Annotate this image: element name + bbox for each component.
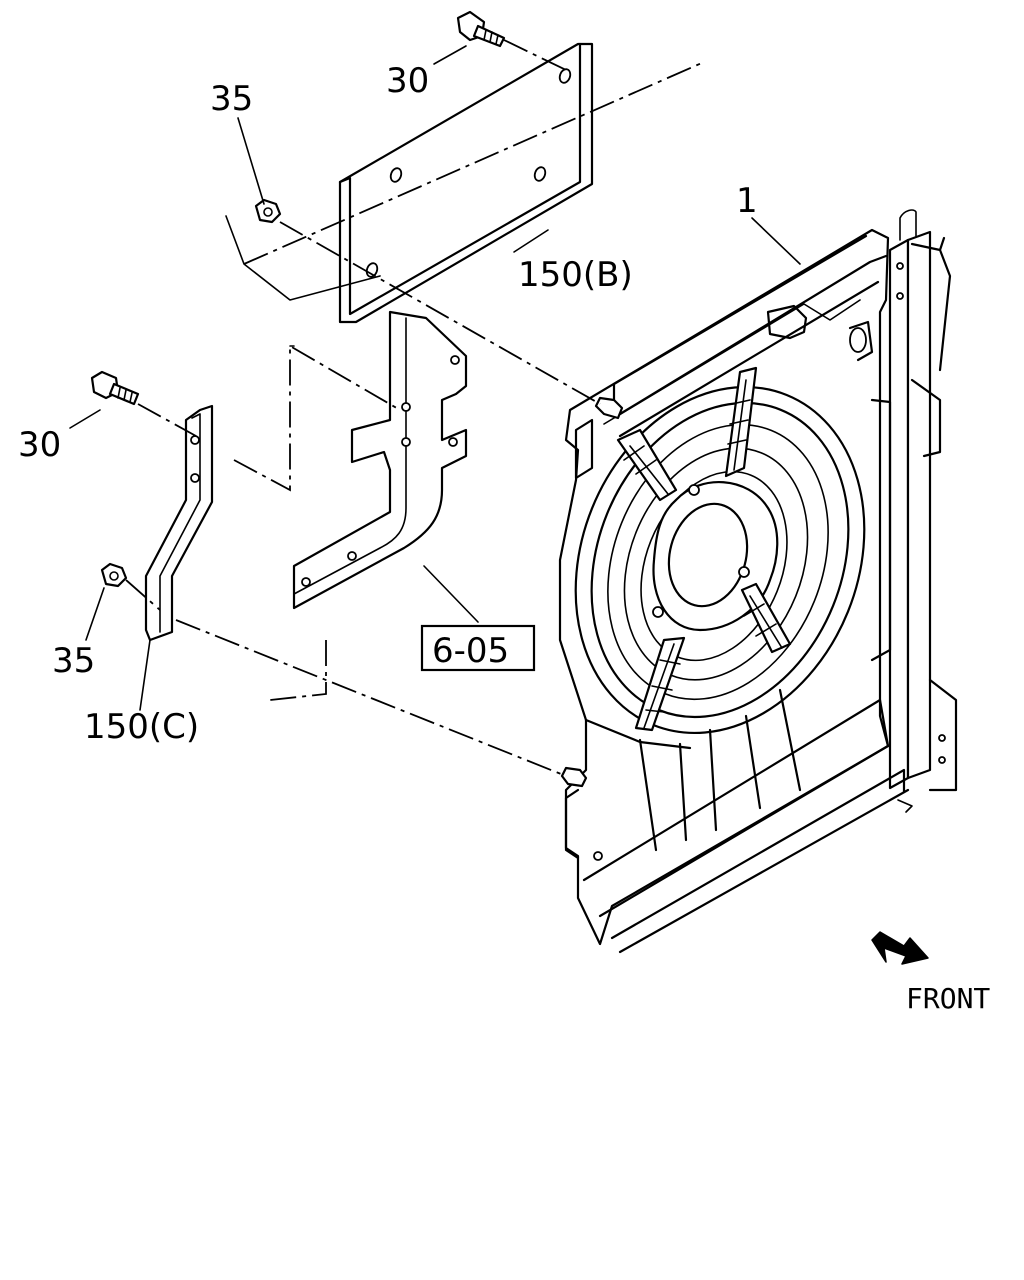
bracket-150b bbox=[338, 42, 594, 324]
callout-nut-35-left: 35 bbox=[52, 641, 95, 681]
front-arrow-icon bbox=[871, 931, 929, 965]
nut-35-left bbox=[100, 562, 128, 588]
alignment-lines bbox=[125, 39, 705, 777]
mount-stud-top bbox=[594, 396, 624, 420]
callout-nut-35-top: 35 bbox=[210, 79, 253, 119]
callout-bracket-150b: 150(B) bbox=[518, 255, 633, 295]
bolt-30-left bbox=[90, 370, 140, 406]
callout-bracket-150c: 150(C) bbox=[84, 707, 199, 747]
bolt-30-top bbox=[456, 10, 506, 48]
front-direction-indicator: FRONT bbox=[871, 931, 990, 1015]
front-label: FRONT bbox=[906, 982, 990, 1015]
leader-lines bbox=[69, 45, 801, 711]
mount-stud-bottom bbox=[560, 766, 588, 788]
callout-assembly-1: 1 bbox=[736, 181, 758, 221]
bracket-150c bbox=[144, 404, 214, 642]
callout-bolt-30-left: 30 bbox=[18, 425, 61, 465]
nut-35-top bbox=[254, 198, 282, 224]
reference-label: 6-05 bbox=[432, 631, 509, 671]
reference-bracket-6-05 bbox=[292, 310, 468, 610]
callout-bolt-30-top: 30 bbox=[386, 61, 429, 101]
reference-box-6-05[interactable]: 6-05 bbox=[420, 624, 536, 672]
fan-shroud-assembly bbox=[558, 209, 958, 954]
